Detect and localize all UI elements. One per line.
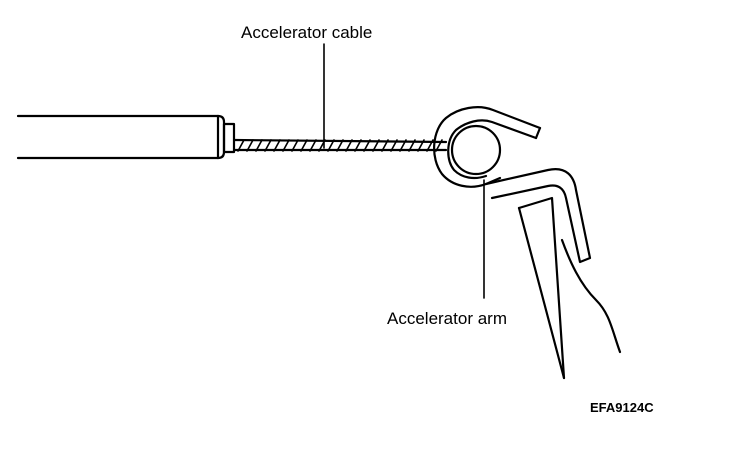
- wire-twist-mark: [354, 139, 362, 152]
- wire-twist-mark: [300, 139, 308, 152]
- wire-twist-mark: [291, 139, 299, 152]
- wire-twist-mark: [273, 139, 281, 152]
- wire-twist-mark: [327, 139, 335, 152]
- wire-twist-mark: [345, 139, 353, 152]
- cable-housing: [16, 114, 226, 160]
- wire-twist-mark: [237, 139, 245, 152]
- wire-twist-mark: [408, 139, 416, 152]
- accelerator-arm: [484, 168, 622, 380]
- wire-twist-mark: [363, 139, 371, 152]
- wire-twist-mark: [336, 139, 344, 152]
- inner-cable-wire: [232, 138, 448, 152]
- wire-twist-mark: [264, 139, 272, 152]
- wire-twist-mark: [399, 139, 407, 152]
- wire-twist-mark: [255, 139, 263, 152]
- wire-twist-mark: [390, 139, 398, 152]
- label-accelerator-arm: Accelerator arm: [387, 309, 507, 328]
- cable-hook-loop: [433, 106, 542, 188]
- wire-twist-mark: [282, 139, 290, 152]
- wire-twist-mark: [246, 139, 254, 152]
- cable-end-ferrule: [222, 122, 236, 154]
- label-accelerator-cable: Accelerator cable: [241, 23, 372, 42]
- figure-code: EFA9124C: [590, 400, 654, 415]
- wire-twist-mark: [372, 139, 380, 152]
- wire-twist-mark: [426, 139, 434, 152]
- wire-twist-mark: [309, 139, 317, 152]
- wire-twist-mark: [435, 139, 443, 152]
- wire-twist-mark: [381, 139, 389, 152]
- arm-pin: [450, 124, 502, 176]
- leader-lines: [323, 43, 485, 299]
- wire-twist-mark: [417, 139, 425, 152]
